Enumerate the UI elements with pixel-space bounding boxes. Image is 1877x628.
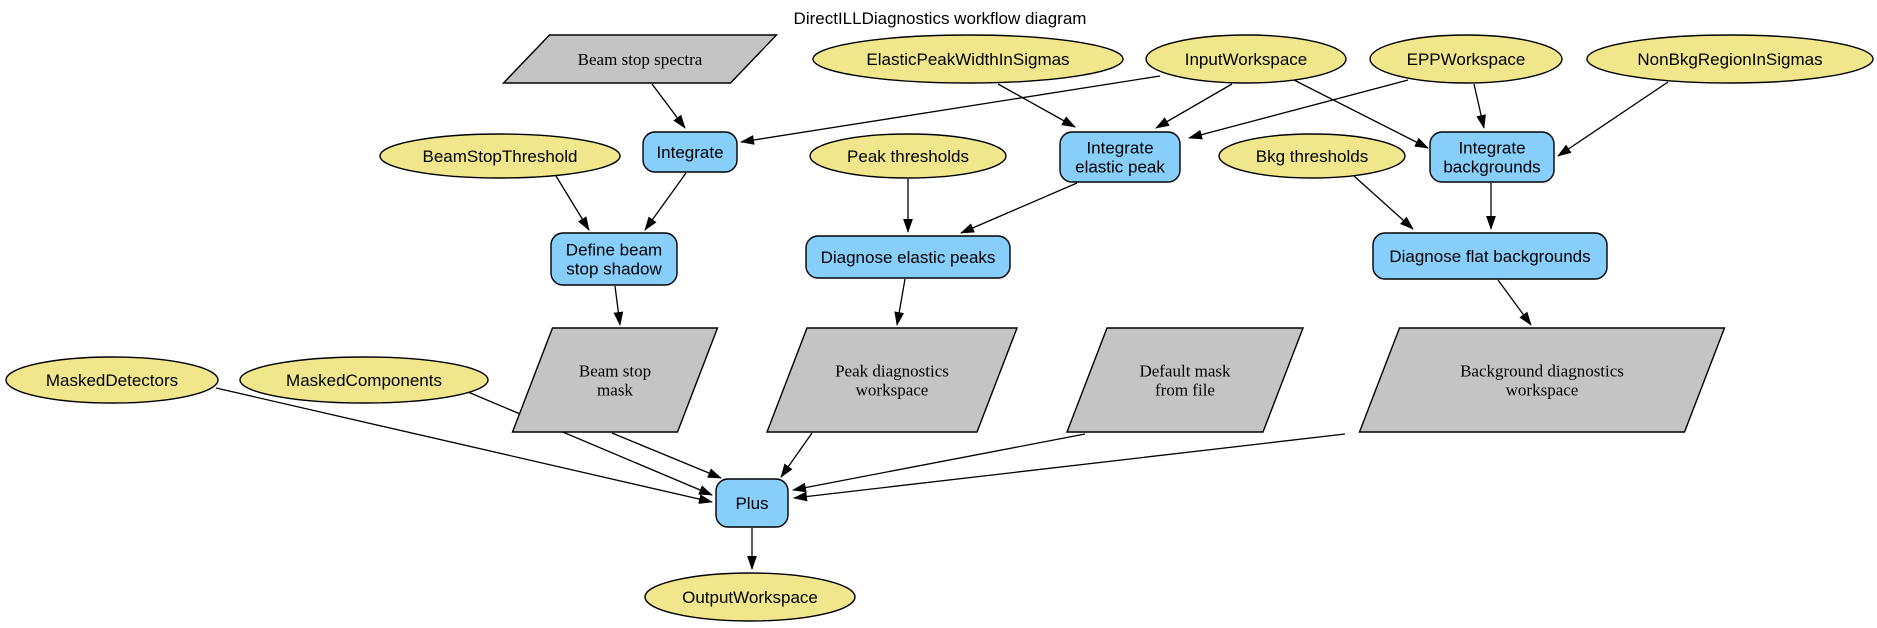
elastic-peak-width-in-sigmas-label: ElasticPeakWidthInSigmas <box>866 50 1069 69</box>
beam-stop-threshold-label: BeamStopThreshold <box>423 147 578 166</box>
epp-workspace-node <box>1369 34 1563 84</box>
edge-beam-stop-mask-to-plus <box>611 432 722 479</box>
masked-components-node <box>239 356 489 404</box>
output-workspace-node <box>644 572 856 622</box>
edge-epp-workspace-to-integrate-backgrounds <box>1473 83 1486 129</box>
edge-epp-workspace-to-integrate-elastic-peak <box>1188 79 1409 140</box>
beam-stop-spectra-label: Beam stop spectra <box>578 50 703 69</box>
masked-components-label: MaskedComponents <box>286 371 442 390</box>
nodes-layer: Beam stop spectra ElasticPeakWidthInSigma… <box>5 34 1874 622</box>
background-diagnostics-workspace-node <box>1358 327 1726 433</box>
bkg-thresholds-node <box>1218 133 1406 179</box>
edge-diagnose-flat-backgrounds-to-background-diagnostics-workspace <box>1497 279 1532 326</box>
edge-integrate-to-define-beam-stop-shadow <box>644 172 687 231</box>
edge-diagnose-elastic-peaks-to-peak-diagnostics-workspace <box>894 278 906 326</box>
epp-workspace-label: EPPWorkspace <box>1407 50 1526 69</box>
output-workspace-label: OutputWorkspace <box>682 588 818 607</box>
masked-detectors-node <box>5 356 219 404</box>
edge-peak-diagnostics-workspace-to-plus <box>780 432 813 478</box>
beam-stop-spectra-node <box>501 34 779 84</box>
edge-bkg-thresholds-to-diagnose-flat-backgrounds <box>1353 175 1414 230</box>
define-beam-stop-shadow-node <box>550 232 678 286</box>
integrate-node <box>642 131 738 173</box>
edge-beam-stop-spectra-to-integrate <box>651 83 686 129</box>
beam-stop-threshold-node <box>379 133 621 179</box>
edge-input-workspace-to-integrate <box>740 75 1161 145</box>
edges-layer <box>215 75 1669 570</box>
non-bkg-region-in-sigmas-node <box>1586 34 1874 84</box>
edge-beam-stop-threshold-to-define-beam-stop-shadow <box>555 175 590 231</box>
elastic-peak-width-in-sigmas-node <box>812 34 1124 84</box>
plus-label: Plus <box>735 494 768 513</box>
input-workspace-label: InputWorkspace <box>1185 50 1308 69</box>
peak-thresholds-node <box>809 133 1007 179</box>
peak-diagnostics-workspace-node <box>765 327 1019 433</box>
diagnose-elastic-peaks-label: Diagnose elastic peaks <box>821 248 996 267</box>
edge-background-diagnostics-workspace-to-plus <box>793 433 1346 502</box>
edge-default-mask-from-file-to-plus <box>792 433 1086 493</box>
plus-node <box>715 478 789 528</box>
diagnose-flat-backgrounds-node <box>1372 232 1608 280</box>
beam-stop-mask-node <box>511 327 719 433</box>
default-mask-from-file-node <box>1065 327 1305 433</box>
edge-masked-detectors-to-plus <box>215 387 713 504</box>
edge-define-beam-stop-shadow-to-beam-stop-mask <box>613 285 624 326</box>
integrate-label: Integrate <box>656 143 723 162</box>
edge-input-workspace-to-integrate-elastic-peak <box>1155 83 1233 129</box>
non-bkg-region-in-sigmas-label: NonBkgRegionInSigmas <box>1637 50 1822 69</box>
bkg-thresholds-label: Bkg thresholds <box>1256 147 1368 166</box>
masked-detectors-label: MaskedDetectors <box>46 371 178 390</box>
edge-elastic-peak-width-in-sigmas-to-integrate-elastic-peak <box>997 83 1076 128</box>
integrate-elastic-peak-node <box>1059 131 1181 183</box>
diagnose-flat-backgrounds-label: Diagnose flat backgrounds <box>1389 247 1590 266</box>
edge-masked-components-to-plus <box>467 391 713 496</box>
edge-non-bkg-region-in-sigmas-to-integrate-backgrounds <box>1557 81 1669 157</box>
diagram-title: DirectILLDiagnostics workflow diagram <box>793 9 1087 28</box>
integrate-backgrounds-node <box>1429 131 1555 183</box>
input-workspace-node <box>1145 34 1347 84</box>
edge-integrate-elastic-peak-to-diagnose-elastic-peaks <box>960 182 1078 234</box>
edge-input-workspace-to-integrate-backgrounds <box>1289 77 1429 149</box>
diagnose-elastic-peaks-node <box>805 235 1011 279</box>
peak-thresholds-label: Peak thresholds <box>847 147 969 166</box>
